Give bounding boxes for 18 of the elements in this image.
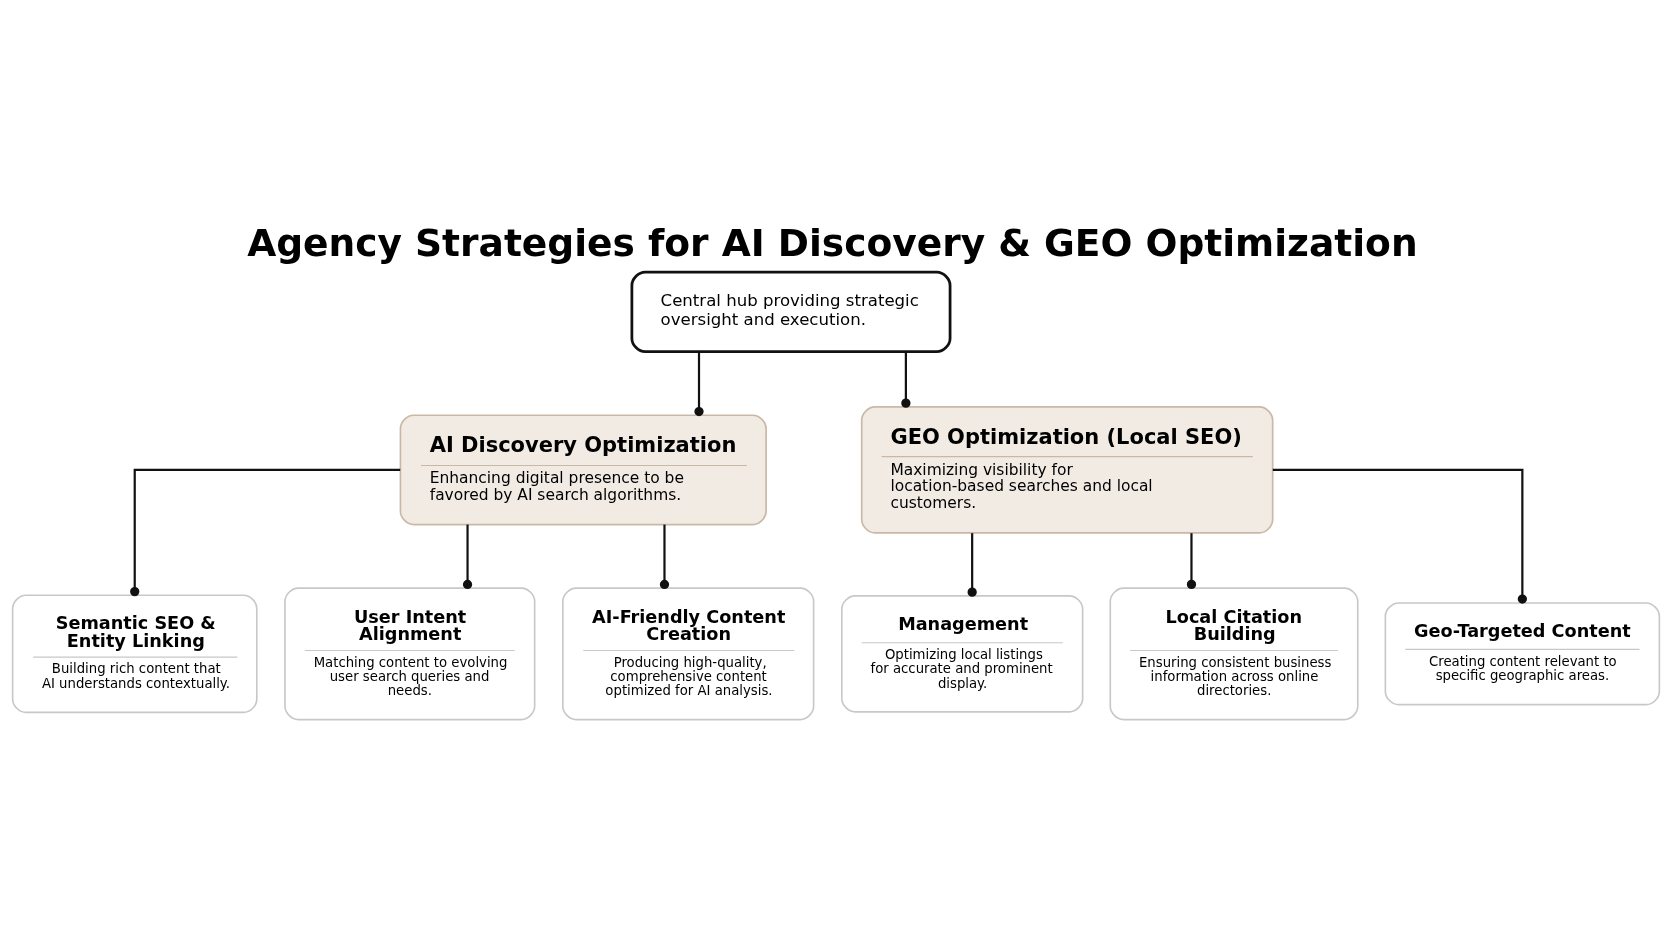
connector bbox=[1186, 532, 1197, 589]
node-box: AI-Friendly Content Creation Producing high-quality, comprehensive content optimized for AI analysis. bbox=[562, 586, 815, 720]
diagram-title: Agency Strategies for AI Discovery & GEO Optimization bbox=[247, 220, 1418, 265]
node-box: Local Citation Building Ensuring consistent business information across online directories. bbox=[1109, 586, 1359, 720]
node-box: GEO Optimization (Local SEO) Maximizing visibility for location-based searches and local customers. bbox=[860, 405, 1274, 534]
connector bbox=[967, 532, 977, 597]
node-box: Management Optimizing local listings for accurate and prominent display. bbox=[840, 594, 1084, 713]
node-box: AI Discovery Optimization Enhancing digital presence to be favored by AI search algorithms. bbox=[399, 413, 767, 525]
connector bbox=[659, 524, 670, 589]
node-box: Geo-Targeted Content Creating content relevant to specific geographic areas. bbox=[1384, 601, 1661, 705]
node-box: Semantic SEO & Entity Linking Building rich content that AI understands contextually. bbox=[11, 593, 258, 713]
node-box: User Intent Alignment Matching content to evolving user search queries and needs. bbox=[284, 586, 536, 720]
connector bbox=[130, 468, 401, 596]
connector bbox=[694, 351, 704, 416]
connector bbox=[462, 524, 473, 589]
connector bbox=[1272, 468, 1527, 604]
node-box: Central hub providing strategic oversight and execution. bbox=[630, 270, 952, 353]
connector bbox=[901, 351, 911, 408]
